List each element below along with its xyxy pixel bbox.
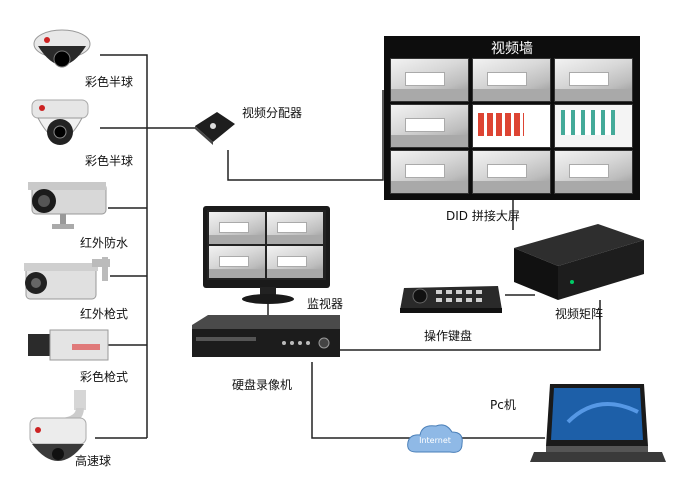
camera-label-2: 彩色半球 (85, 154, 134, 168)
infrared-bullet-camera-icon (24, 257, 110, 300)
wall-tile (554, 150, 633, 194)
dome-camera-icon (33, 29, 91, 68)
matrix-label: 视频矩阵 (555, 307, 604, 321)
speed-dome-camera-icon (29, 390, 87, 461)
monitor-icon (203, 206, 330, 288)
dvr-icon (192, 315, 340, 357)
wall-tile (472, 150, 551, 194)
wall-tile (472, 58, 551, 102)
keyboard-icon (400, 286, 502, 313)
video-wall: 视频墙 (384, 36, 640, 200)
monitor-stand (242, 287, 294, 304)
video-wall-label: DID 拼接大屏 (446, 209, 520, 223)
camera-label-3: 红外防水 (80, 236, 129, 250)
video-matrix-icon (514, 224, 644, 300)
wall-tile (554, 58, 633, 102)
bus-line (100, 54, 148, 438)
color-bullet-camera-icon (28, 329, 109, 361)
wall-tile (390, 150, 469, 194)
wall-tile (390, 104, 469, 148)
infrared-waterproof-camera-icon (28, 182, 107, 229)
camera-label-5: 彩色枪式 (80, 370, 129, 384)
internet-cloud-icon: Internet (407, 424, 463, 453)
wall-tile (472, 104, 551, 148)
dome-camera-icon (31, 99, 89, 145)
splitter-label: 视频分配器 (242, 106, 303, 120)
camera-label-1: 彩色半球 (85, 75, 134, 89)
wall-tile (554, 104, 633, 148)
camera-label-4: 红外枪式 (80, 307, 129, 321)
keyboard-label: 操作键盘 (424, 329, 473, 343)
camera-label-6: 高速球 (75, 454, 112, 468)
monitor-label: 监视器 (307, 297, 344, 311)
laptop-icon (530, 384, 666, 462)
video-splitter-icon (195, 112, 235, 145)
wall-tile (390, 58, 469, 102)
internet-label: Internet (419, 436, 451, 445)
video-wall-title: 视频墙 (491, 41, 533, 57)
dvr-label: 硬盘录像机 (232, 378, 293, 392)
pc-label: Pc机 (490, 398, 516, 412)
